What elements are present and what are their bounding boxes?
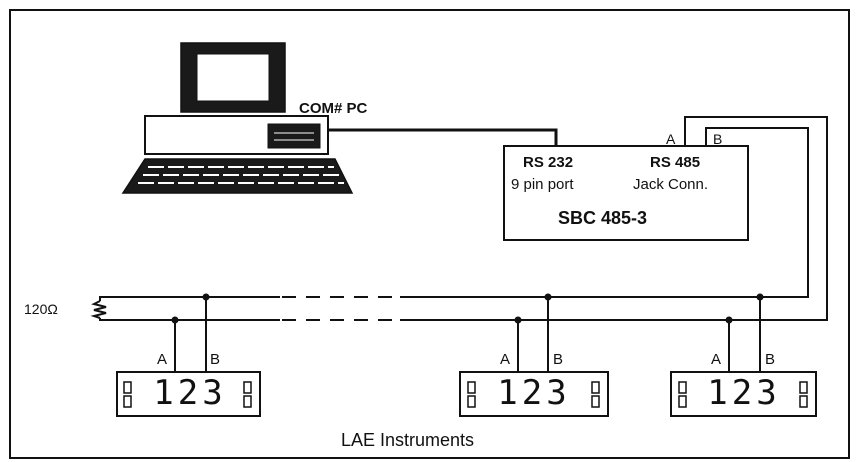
instrument-box-3 [670, 371, 817, 417]
rs485-title: RS 485 [650, 154, 701, 171]
diagram-border [9, 9, 850, 459]
lead-b [206, 127, 809, 298]
pc-label: COM# PC [299, 100, 368, 117]
terminal-a-label: A [666, 131, 676, 147]
instrument-1-display: 123 [153, 373, 227, 413]
instrument-2-display: 123 [497, 373, 571, 413]
converter-name: SBC 485-3 [558, 208, 648, 228]
instrument-3-b-label: B [765, 351, 776, 368]
converter-box [503, 145, 749, 241]
instrument-box-2 [459, 371, 609, 417]
rs485-subtitle: Jack Conn. [633, 176, 709, 193]
caption: LAE Instruments [341, 430, 475, 450]
instrument-1-b-label: B [210, 351, 221, 368]
instrument-2-b-label: B [553, 351, 564, 368]
resistor-icon [90, 296, 116, 321]
instrument-box-1 [116, 371, 261, 417]
instrument-2-a-label: A [500, 351, 511, 368]
junction-dots [171, 293, 764, 324]
computer-icon [121, 42, 354, 194]
rs232-subtitle: 9 pin port [511, 176, 574, 193]
instrument-3-display: 123 [707, 373, 781, 413]
rs232-title: RS 232 [523, 154, 574, 171]
termination-label: 120Ω [24, 301, 58, 317]
lead-a [206, 116, 828, 321]
instrument-3-a-label: A [711, 351, 722, 368]
terminal-b-label: B [713, 131, 723, 147]
instrument-1-a-label: A [157, 351, 168, 368]
drop-wires [174, 297, 761, 372]
